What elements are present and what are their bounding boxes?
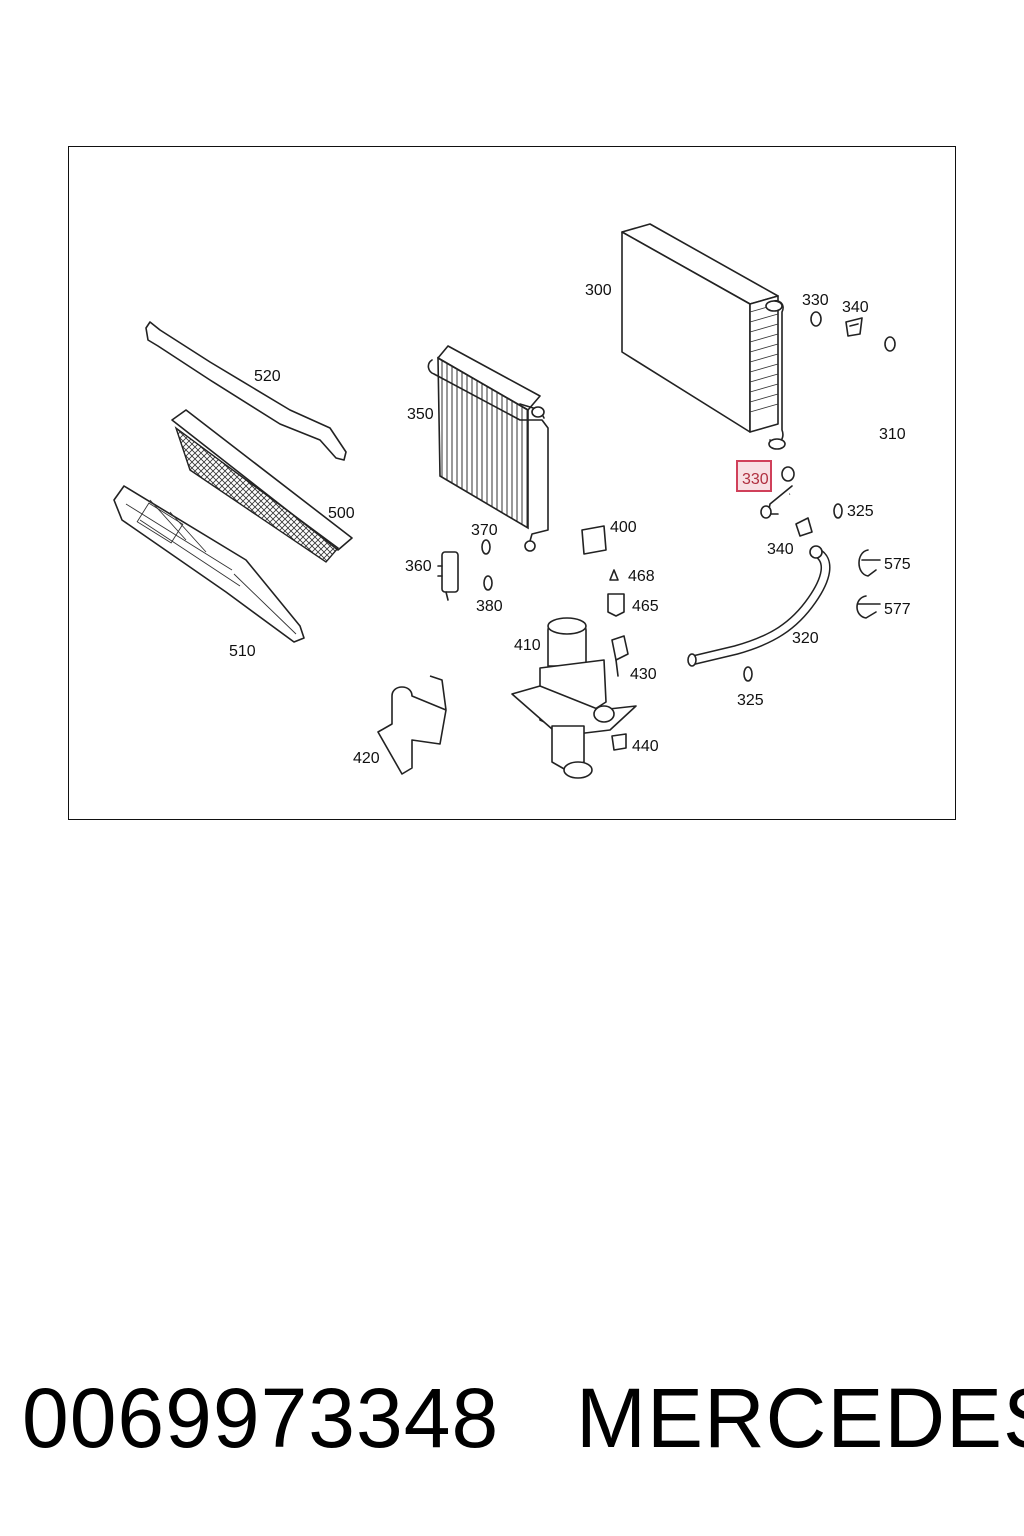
part-575-clamp[interactable] [858,549,881,577]
label-380[interactable]: 380 [476,598,503,615]
label-340-upper[interactable]: 340 [842,299,869,316]
part-400-grommet[interactable] [581,525,607,555]
label-340-lower[interactable]: 340 [767,541,794,558]
label-300[interactable]: 300 [585,282,612,299]
label-325-upper[interactable]: 325 [847,503,874,520]
caption: 0069973348 MERCEDES [0,1368,1024,1478]
label-465[interactable]: 465 [632,598,659,615]
part-340-clip-lower[interactable] [795,517,813,537]
part-520-strap[interactable] [145,321,347,461]
part-430-sensor[interactable] [611,635,629,677]
label-410[interactable]: 410 [514,637,541,654]
label-310[interactable]: 310 [879,426,906,443]
part-577-clamp[interactable] [856,595,881,619]
highlight-box [736,460,772,492]
label-440[interactable]: 440 [632,738,659,755]
part-410-water-pump[interactable] [511,617,637,779]
label-325-lower[interactable]: 325 [737,692,764,709]
part-325-seal-upper[interactable] [833,503,843,519]
label-370[interactable]: 370 [471,522,498,539]
part-468-cap[interactable] [609,569,619,581]
label-350[interactable]: 350 [407,406,434,423]
part-300-heater-core[interactable] [621,223,786,450]
part-350-evaporator[interactable] [427,345,549,552]
part-320-pipe[interactable] [687,545,831,667]
part-420-bracket[interactable] [377,675,447,775]
part-310-pipe[interactable] [760,336,922,519]
label-320[interactable]: 320 [792,630,819,647]
label-330-upper[interactable]: 330 [802,292,829,309]
label-420[interactable]: 420 [353,750,380,767]
part-440-plug[interactable] [611,733,627,751]
part-330-seal-upper[interactable] [810,311,822,327]
label-500[interactable]: 500 [328,505,355,522]
part-370-seal[interactable] [481,539,491,555]
part-380-seal[interactable] [483,575,493,591]
label-468[interactable]: 468 [628,568,655,585]
part-510-filter-housing[interactable] [113,485,305,643]
part-330-seal-lower[interactable] [781,466,795,482]
brand-name: MERCEDES [576,1371,1024,1465]
label-330-highlighted[interactable]: 330 [742,471,769,488]
part-465-connector[interactable] [607,593,625,617]
label-577[interactable]: 577 [884,601,911,618]
part-500-cabin-filter[interactable] [171,409,353,563]
label-520[interactable]: 520 [254,368,281,385]
label-430[interactable]: 430 [630,666,657,683]
label-510[interactable]: 510 [229,643,256,660]
part-325-seal-lower[interactable] [743,666,753,682]
part-number: 0069973348 [22,1371,500,1465]
label-360[interactable]: 360 [405,558,432,575]
part-360-expansion-valve[interactable] [437,551,459,601]
label-575[interactable]: 575 [884,556,911,573]
part-340-clip-upper[interactable] [845,317,863,337]
label-400[interactable]: 400 [610,519,637,536]
